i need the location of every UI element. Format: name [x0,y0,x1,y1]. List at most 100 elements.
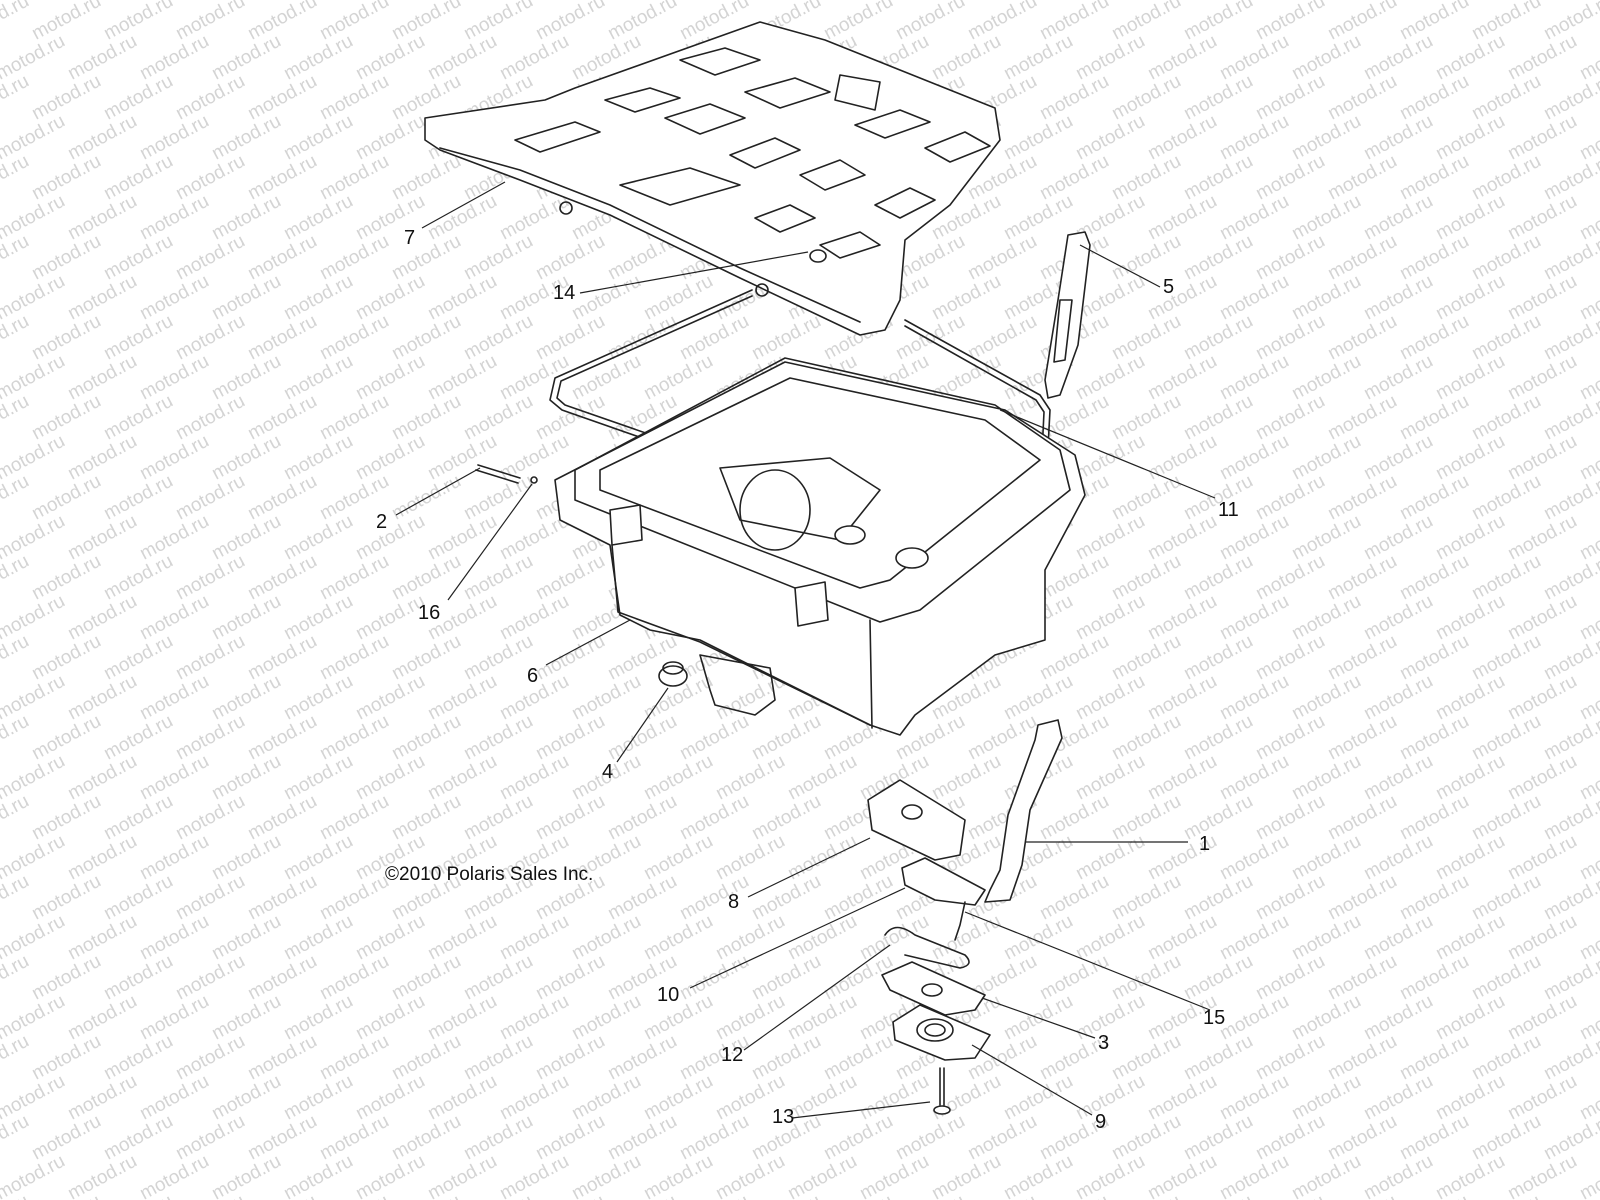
watermark-text: motod.ru [1108,0,1184,44]
watermark-text: motod.ru [352,111,428,165]
watermark-text: motod.ru [28,871,104,925]
callout-9: 9 [1095,1111,1107,1133]
watermark-text: motod.ru [1324,391,1400,445]
watermark-text: motod.ru [280,1151,356,1200]
watermark-text: motod.ru [28,231,104,285]
watermark-text: motod.ru [748,791,824,845]
watermark-text: motod.ru [1324,1191,1400,1200]
watermark-text: motod.ru [1180,951,1256,1005]
watermark-text: motod.ru [172,1191,248,1200]
watermark-text: motod.ru [280,31,356,85]
watermark-text: motod.ru [1000,191,1076,245]
watermark-text: motod.ru [0,0,33,44]
watermark-text: motod.ru [568,271,644,325]
watermark-text: motod.ru [172,791,248,845]
watermark-text: motod.ru [1108,1031,1184,1085]
watermark-text: motod.ru [1180,871,1256,925]
watermark-text: motod.ru [1396,471,1472,525]
watermark-text: motod.ru [784,911,860,965]
watermark-text: motod.ru [280,751,356,805]
watermark-text: motod.ru [532,791,608,845]
watermark-text: motod.ru [136,511,212,565]
part-8-pad [867,779,966,861]
watermark-text: motod.ru [1504,671,1580,725]
watermark-text: motod.ru [1396,951,1472,1005]
watermark-text: motod.ru [1144,751,1220,805]
watermark-text: motod.ru [820,1111,896,1165]
watermark-text: motod.ru [1468,151,1544,205]
watermark-text: motod.ru [1360,911,1436,965]
watermark-text: motod.ru [1324,551,1400,605]
watermark-text: motod.ru [676,871,752,925]
watermark-text: motod.ru [568,1071,644,1125]
watermark-text: motod.ru [496,751,572,805]
watermark-text: motod.ru [136,1071,212,1125]
leader-9 [971,1044,1093,1116]
watermark-text: motod.ru [64,271,140,325]
watermark-text: motod.ru [1216,671,1292,725]
watermark-text: motod.ru [28,471,104,525]
watermark-text: motod.ru [316,391,392,445]
watermark-text: motod.ru [208,111,284,165]
watermark-text: motod.ru [820,0,896,44]
watermark-text: motod.ru [1216,1071,1292,1125]
watermark-text: motod.ru [1288,991,1364,1045]
watermark-text: motod.ru [1432,351,1508,405]
watermark-text: motod.ru [244,0,320,44]
watermark-text: motod.ru [640,1151,716,1200]
watermark-text: motod.ru [1468,871,1544,925]
watermark-text: motod.ru [1576,1151,1600,1200]
watermark-text: motod.ru [1324,71,1400,125]
watermark-text: motod.ru [892,1191,968,1200]
watermark-text: motod.ru [1360,991,1436,1045]
watermark-text: motod.ru [208,511,284,565]
watermark-text: motod.ru [316,311,392,365]
watermark-text: motod.ru [1504,1071,1580,1125]
watermark-text: motod.ru [460,391,536,445]
watermark-text: motod.ru [1252,391,1328,445]
watermark-text: motod.ru [208,911,284,965]
watermark-text: motod.ru [1432,831,1508,885]
watermark-text: motod.ru [244,151,320,205]
watermark-text: motod.ru [28,0,104,44]
watermark-text: motod.ru [244,231,320,285]
watermark-text: motod.ru [1468,791,1544,845]
callout-3: 3 [1098,1032,1110,1054]
watermark-text: motod.ru [1216,991,1292,1045]
watermark-text: motod.ru [676,1191,752,1200]
watermark-text: motod.ru [172,151,248,205]
watermark-text: motod.ru [316,1111,392,1165]
watermark-text: motod.ru [172,871,248,925]
callout-4: 4 [602,761,614,783]
watermark-text: motod.ru [136,111,212,165]
watermark-text: motod.ru [1432,191,1508,245]
watermark-text: motod.ru [1180,231,1256,285]
watermark-text: motod.ru [1108,1111,1184,1165]
watermark-text: motod.ru [1324,871,1400,925]
watermark-text: motod.ru [1108,151,1184,205]
watermark-text: motod.ru [424,431,500,485]
watermark-text: motod.ru [1288,271,1364,325]
watermark-text: motod.ru [1324,1111,1400,1165]
watermark-text: motod.ru [280,991,356,1045]
watermark-text: motod.ru [1144,511,1220,565]
watermark-text: motod.ru [1216,1151,1292,1200]
watermark-text: motod.ru [820,1031,896,1085]
watermark-text: motod.ru [64,991,140,1045]
watermark-text: motod.ru [244,871,320,925]
watermark-text: motod.ru [892,1111,968,1165]
watermark-text: motod.ru [1468,711,1544,765]
callout-1: 1 [1199,833,1211,855]
watermark-text: motod.ru [388,391,464,445]
watermark-text: motod.ru [1072,511,1148,565]
watermark-text: motod.ru [568,671,644,725]
watermark-text: motod.ru [136,671,212,725]
watermark-text: motod.ru [388,791,464,845]
watermark-text: motod.ru [1432,991,1508,1045]
watermark-text: motod.ru [208,751,284,805]
watermark-text: motod.ru [28,1031,104,1085]
watermark-text: motod.ru [1108,391,1184,445]
watermark-text: motod.ru [136,831,212,885]
